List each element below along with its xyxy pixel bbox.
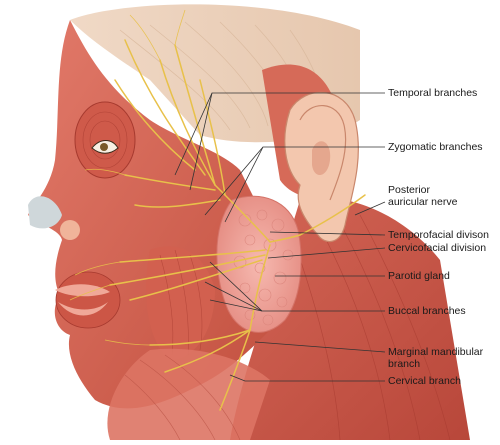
orbicularis-oculi bbox=[74, 101, 136, 179]
label-posterior-line1: Posterior bbox=[388, 184, 431, 196]
masseter bbox=[146, 246, 215, 360]
ear-concha bbox=[312, 141, 331, 176]
label-buccal-branches: Buccal branches bbox=[388, 305, 466, 317]
leader-lines bbox=[174, 92, 386, 382]
label-temporal-branches: Temporal branches bbox=[388, 87, 478, 99]
lower-lip bbox=[58, 302, 108, 316]
label-marginal-mandibular-branch: Marginal mandibular branch bbox=[388, 346, 483, 370]
label-cervicofacial-division: Cervicofacial division bbox=[388, 242, 487, 254]
nerve-twigs bbox=[69, 9, 186, 346]
orbicularis-oris bbox=[55, 271, 121, 329]
parotid-lobules bbox=[233, 209, 294, 326]
nasal-ala bbox=[60, 220, 80, 240]
label-temporofacial-division: Temporofacial divison bbox=[388, 229, 489, 241]
label-cervical-branch: Cervical branch bbox=[388, 375, 461, 387]
orbicularis-rings bbox=[82, 111, 128, 169]
label-marginal-line1: Marginal mandibular bbox=[388, 346, 484, 358]
nose-cartilage bbox=[28, 196, 62, 229]
label-posterior-auricular-nerve: Posterior auricular nerve bbox=[388, 184, 457, 208]
iris bbox=[100, 143, 108, 151]
upper-lip bbox=[55, 284, 110, 297]
parotid-gland bbox=[216, 195, 302, 333]
platysma-striations bbox=[124, 354, 241, 441]
facial-nerve bbox=[109, 39, 366, 411]
ear-helix bbox=[299, 105, 347, 201]
label-zygomatic-branches: Zygomatic branches bbox=[388, 141, 483, 153]
label-marginal-line2: branch bbox=[388, 358, 421, 370]
label-posterior-line2: auricular nerve bbox=[388, 196, 458, 208]
label-parotid-gland: Parotid gland bbox=[388, 270, 450, 282]
platysma bbox=[107, 348, 270, 440]
